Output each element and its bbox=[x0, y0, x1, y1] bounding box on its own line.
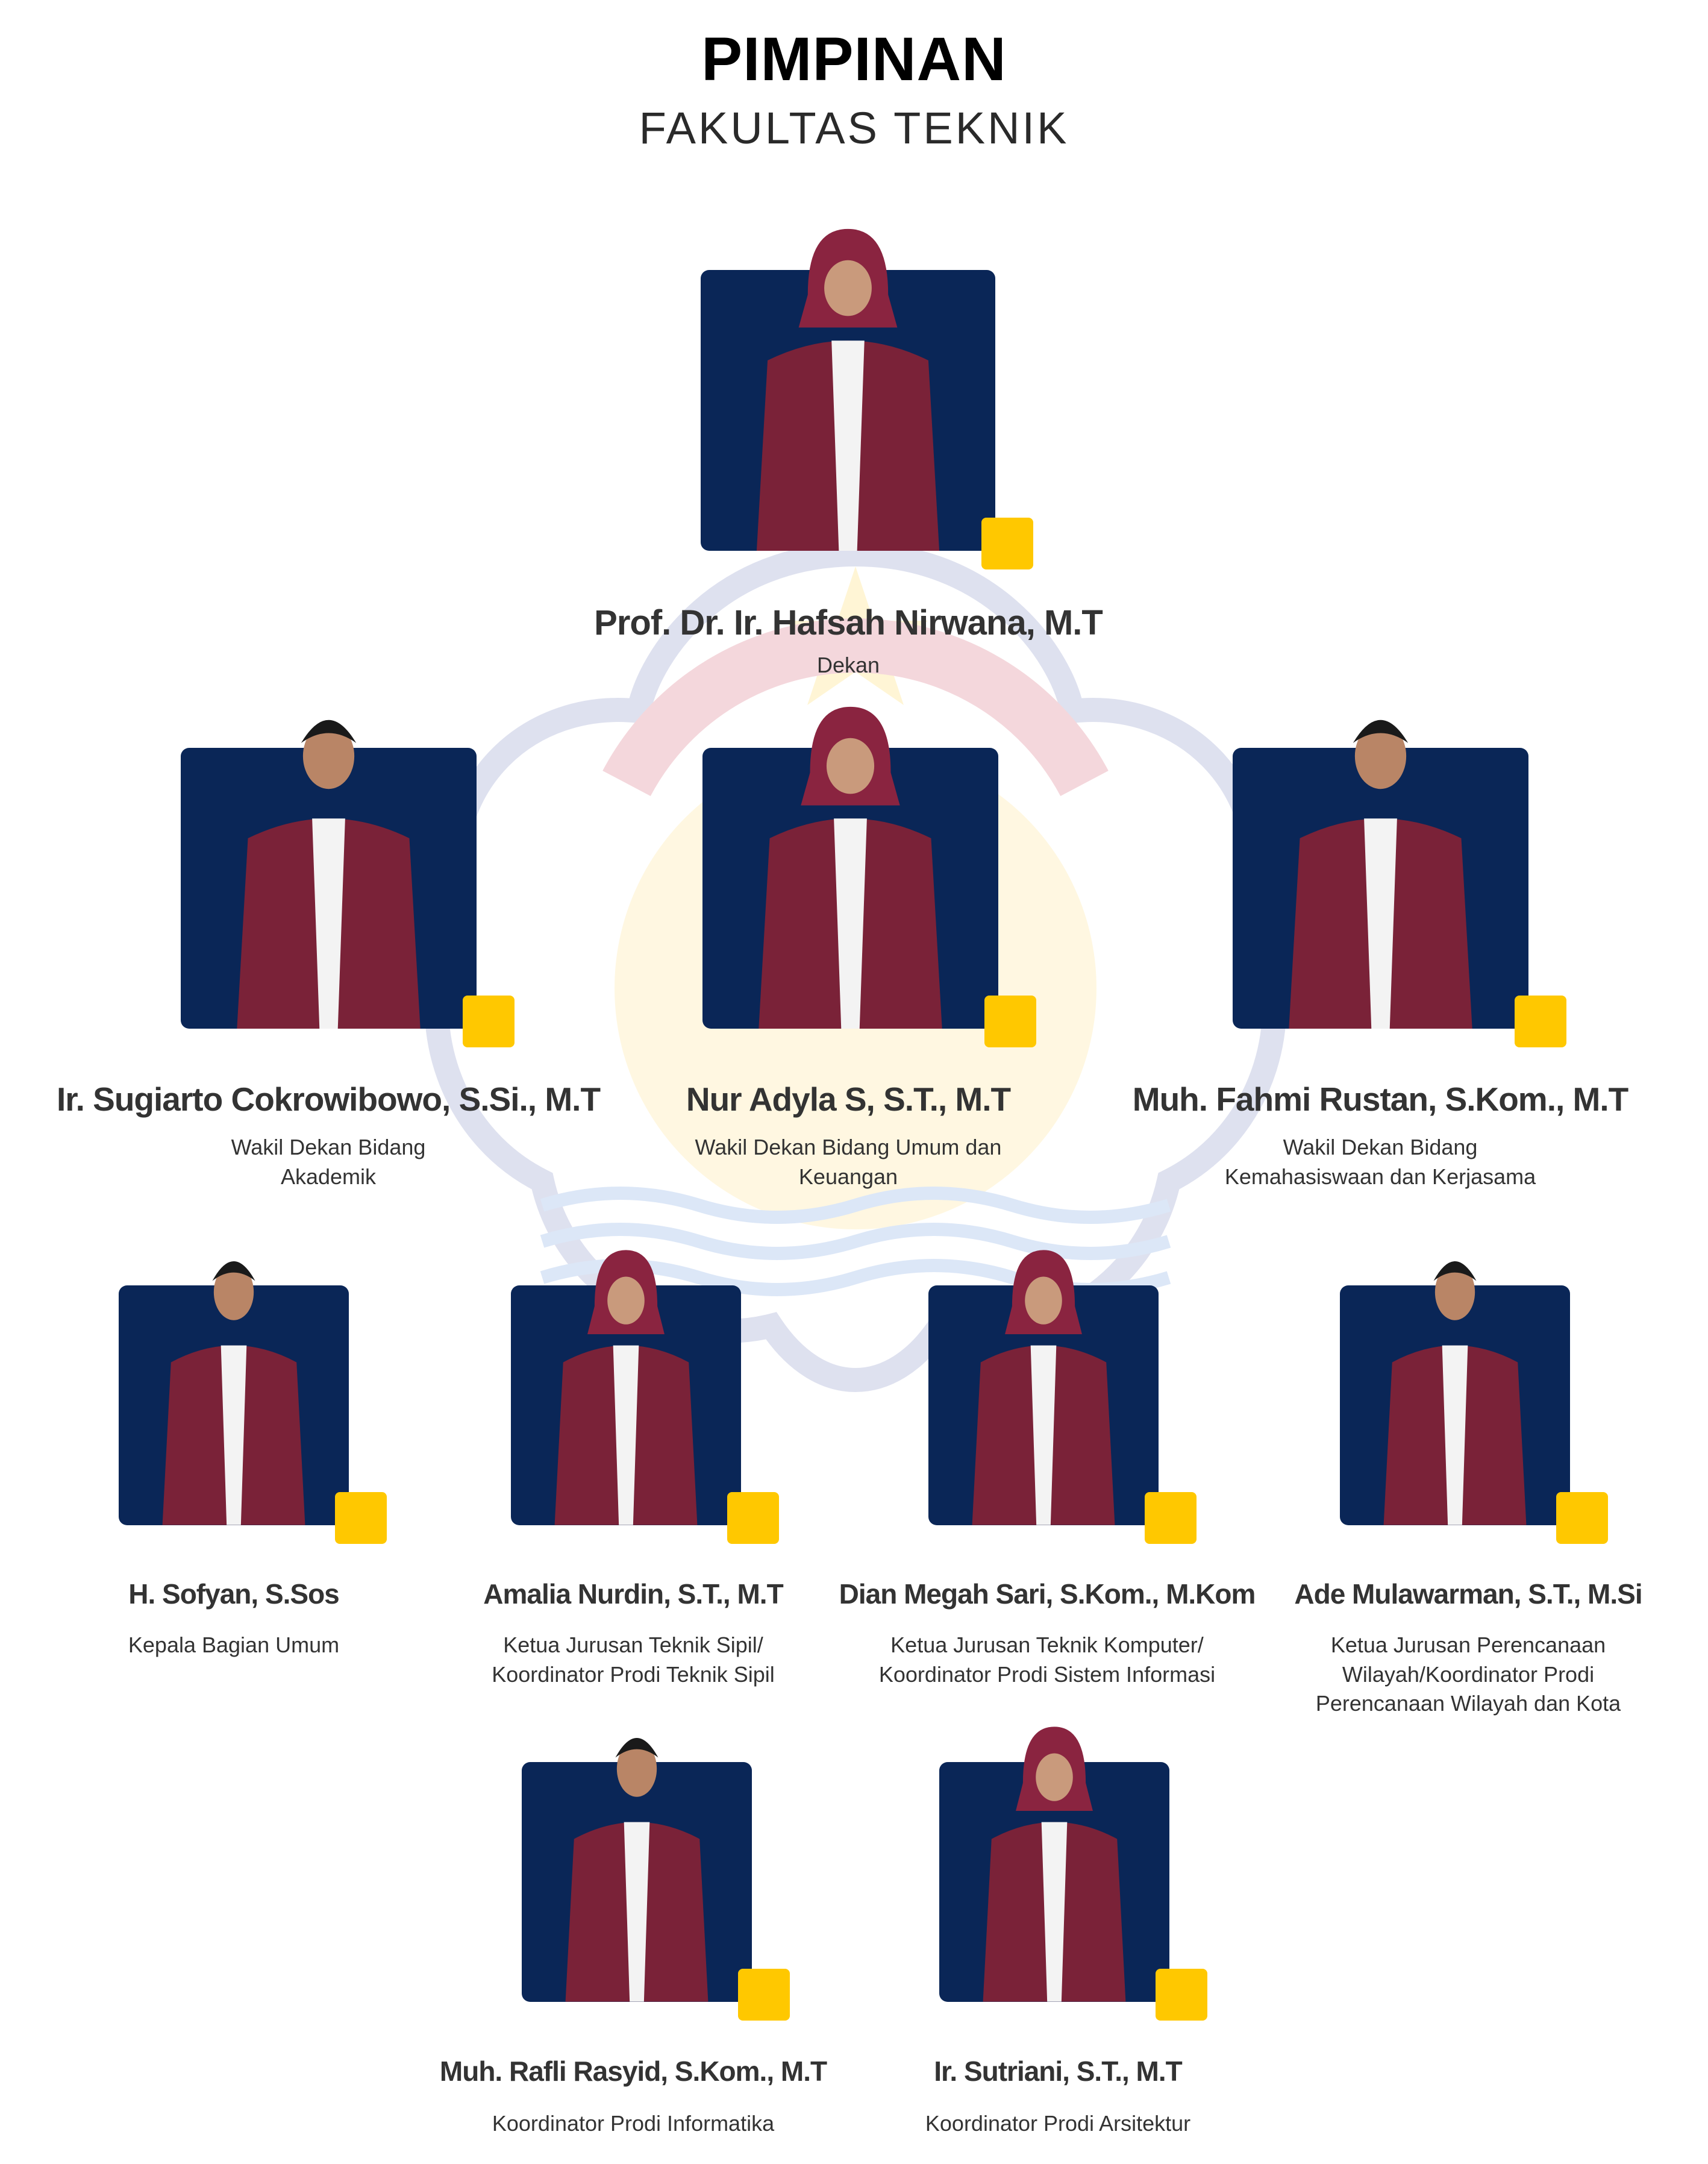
person-role: Koordinator Prodi Informatika bbox=[392, 2109, 874, 2139]
role-line: Ketua Jurusan Teknik Komputer/ bbox=[890, 1632, 1204, 1657]
person-role: Dekan bbox=[607, 651, 1089, 680]
person-card bbox=[181, 720, 515, 1047]
person-name: Dian Megah Sari, S.Kom., M.Kom bbox=[839, 1578, 1256, 1610]
person-role: Koordinator Prodi Arsitektur bbox=[817, 2109, 1299, 2139]
person-name: Muh. Rafli Rasyid, S.Kom., M.T bbox=[439, 2056, 827, 2087]
role-line: Koordinator Prodi Teknik Sipil bbox=[492, 1661, 775, 1687]
role-line: Ketua Jurusan Teknik Sipil/ bbox=[503, 1632, 763, 1657]
role-line: Koordinator Prodi Informatika bbox=[492, 2111, 775, 2136]
person-name: Amalia Nurdin, S.T., M.T bbox=[483, 1578, 783, 1610]
person-role: Ketua Jurusan Teknik Komputer/Koordinato… bbox=[806, 1631, 1288, 1689]
person-name: Ir. Sutriani, S.T., M.T bbox=[934, 2056, 1183, 2087]
person-name: Ir. Sugiarto Cokrowibowo, S.Si., M.T bbox=[56, 1080, 601, 1118]
accent-square bbox=[1556, 1492, 1608, 1544]
person-card bbox=[1340, 1261, 1608, 1544]
accent-square bbox=[981, 518, 1033, 569]
role-line: Wakil Dekan Bidang Umum dan bbox=[695, 1135, 1002, 1159]
role-line: Wakil Dekan Bidang bbox=[231, 1135, 426, 1159]
accent-square bbox=[463, 996, 515, 1047]
role-line: Koordinator Prodi Arsitektur bbox=[925, 2111, 1191, 2136]
person-name: Nur Adyla S, S.T., M.T bbox=[686, 1080, 1011, 1118]
role-line: Ketua Jurusan Perencanaan bbox=[1330, 1632, 1606, 1657]
person-card bbox=[511, 1250, 779, 1544]
role-line: Wilayah/Koordinator Prodi bbox=[1342, 1661, 1595, 1687]
accent-square bbox=[1156, 1969, 1207, 2021]
person-card bbox=[1233, 720, 1566, 1047]
person-card bbox=[702, 706, 1036, 1047]
accent-square bbox=[1145, 1492, 1197, 1544]
accent-square bbox=[738, 1969, 790, 2021]
person-role: Kepala Bagian Umum bbox=[0, 1631, 475, 1660]
person-card bbox=[522, 1738, 790, 2021]
role-line: Wakil Dekan Bidang bbox=[1283, 1135, 1478, 1159]
role-line: Perencanaan Wilayah dan Kota bbox=[1315, 1691, 1621, 1716]
role-line: Kemahasiswaan dan Kerjasama bbox=[1224, 1164, 1536, 1189]
page-subtitle: FAKULTAS TEKNIK bbox=[639, 103, 1069, 153]
person-name: H. Sofyan, S.Sos bbox=[128, 1578, 340, 1610]
accent-square bbox=[1515, 996, 1566, 1047]
person-card bbox=[701, 228, 1033, 569]
role-line: Koordinator Prodi Sistem Informasi bbox=[878, 1661, 1216, 1687]
person-card bbox=[928, 1250, 1197, 1544]
person-card bbox=[939, 1726, 1207, 2021]
person-card bbox=[119, 1261, 387, 1544]
accent-square bbox=[335, 1492, 387, 1544]
role-line: Kepala Bagian Umum bbox=[128, 1632, 340, 1657]
accent-square bbox=[727, 1492, 779, 1544]
person-role: Ketua Jurusan Teknik Sipil/Koordinator P… bbox=[392, 1631, 874, 1689]
page-title: PIMPINAN bbox=[701, 25, 1007, 93]
role-line: Dekan bbox=[816, 653, 880, 677]
person-name: Muh. Fahmi Rustan, S.Kom., M.T bbox=[1132, 1080, 1629, 1118]
role-line: Keuangan bbox=[798, 1164, 898, 1189]
person-name: Ade Mulawarman, S.T., M.Si bbox=[1294, 1578, 1642, 1610]
person-name: Prof. Dr. Ir. Hafsah Nirwana, M.T bbox=[594, 603, 1103, 642]
role-line: Akademik bbox=[280, 1164, 377, 1189]
accent-square bbox=[984, 996, 1036, 1047]
